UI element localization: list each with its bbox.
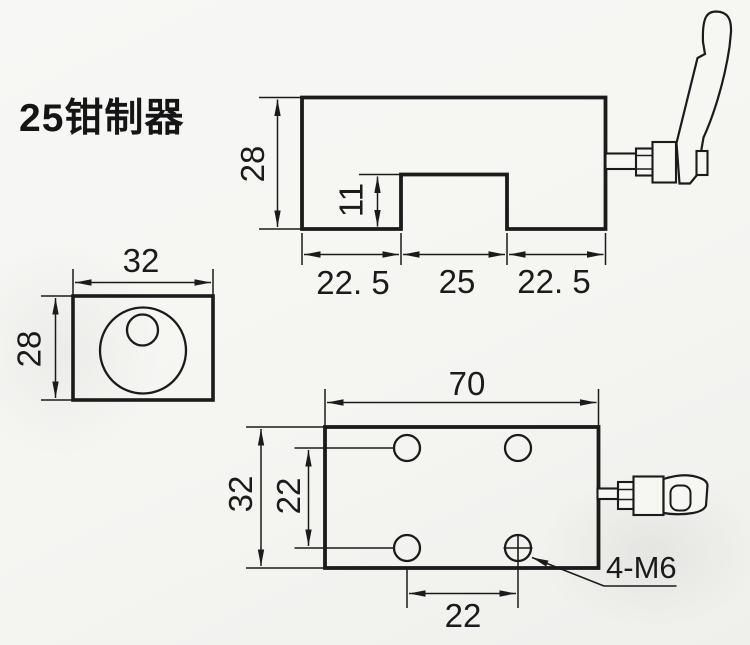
extension-lines [324, 389, 600, 426]
side-view-outline [71, 294, 215, 402]
drawing-title: 25钳制器 [19, 97, 184, 140]
front-dim-chain: 22. 5 25 22. 5 [301, 233, 607, 301]
hex-facet-lines [618, 488, 634, 501]
dim-text-middle: 25 [439, 263, 476, 300]
thread-label: 4-M6 [606, 550, 677, 585]
extension-lines [72, 269, 214, 295]
top-dim-col-pitch: 22 [406, 562, 519, 634]
dim-text-right: 22. 5 [517, 263, 590, 300]
top-dim-row-pitch: 22 [270, 447, 394, 549]
top-dim-width: 70 [324, 365, 600, 426]
dim-text-32: 32 [123, 242, 160, 279]
lever-hub [651, 140, 678, 184]
leader-line [531, 556, 605, 587]
inner-hole-circle [125, 313, 160, 347]
extension-lines [41, 295, 72, 401]
mount-hole [392, 533, 422, 563]
dim-text-28: 28 [234, 146, 271, 183]
dim-text-22: 22 [445, 597, 482, 634]
lever-shaft [596, 487, 620, 501]
lever-hub [632, 475, 665, 517]
side-dim-height: 28 [10, 295, 72, 401]
dim-text-22: 22 [270, 478, 307, 515]
dim-text-70: 70 [449, 365, 486, 402]
mount-hole [503, 433, 533, 463]
extension-lines [301, 233, 607, 265]
front-view-outline [300, 95, 608, 231]
side-dim-width: 32 [72, 242, 214, 295]
hex-facet-lines [636, 154, 653, 170]
thread-callout: 4-M6 [531, 550, 677, 587]
extension-lines [246, 426, 324, 569]
bore-circle [98, 306, 188, 395]
dim-text-11: 11 [332, 183, 369, 217]
mount-hole [392, 433, 422, 463]
dim-text-left: 22. 5 [316, 264, 389, 301]
front-clamp-lever [604, 10, 733, 185]
top-dim-height: 32 [222, 426, 324, 569]
side-view: 32 28 [10, 242, 215, 402]
lever-hex-nut [616, 480, 635, 511]
front-dim-height: 28 [234, 96, 301, 230]
knob-recess [669, 484, 692, 512]
top-view: 70 32 22 22 [222, 365, 709, 634]
extension-lines [294, 447, 394, 549]
dim-text-28: 28 [10, 331, 47, 368]
front-view: 28 11 22. 5 25 22. 5 [234, 10, 733, 301]
lever-shaft [604, 152, 638, 171]
front-dim-notch: 11 [332, 173, 400, 227]
extension-lines [406, 562, 519, 608]
lever-hex-nut [634, 147, 655, 177]
hole-center-marks [503, 534, 533, 562]
extension-lines [259, 96, 301, 230]
lever-end-cap [695, 149, 709, 177]
lever-knob [662, 474, 709, 516]
lever-arm [675, 10, 733, 185]
top-clamp-lever [596, 474, 709, 517]
dim-text-32: 32 [222, 476, 259, 513]
